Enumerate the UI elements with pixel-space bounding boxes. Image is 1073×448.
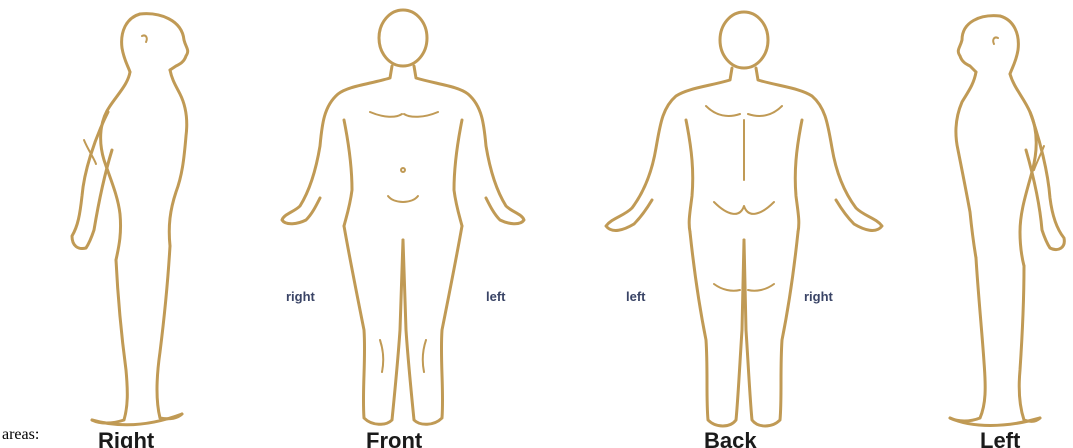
right-view-label: Right xyxy=(98,428,155,448)
front-left-side-label: left xyxy=(486,289,506,304)
back-right-side-label: right xyxy=(804,289,834,304)
back-left-side-label: left xyxy=(626,289,646,304)
back-view-label: Back xyxy=(704,428,757,448)
front-view-label: Front xyxy=(366,428,423,448)
front-figure xyxy=(282,10,524,424)
front-right-side-label: right xyxy=(286,289,316,304)
left-side-figure xyxy=(950,16,1064,426)
right-side-figure xyxy=(72,14,188,425)
left-view-label: Left xyxy=(980,428,1021,448)
back-figure xyxy=(606,12,882,426)
areas-caption: areas: xyxy=(2,426,39,444)
